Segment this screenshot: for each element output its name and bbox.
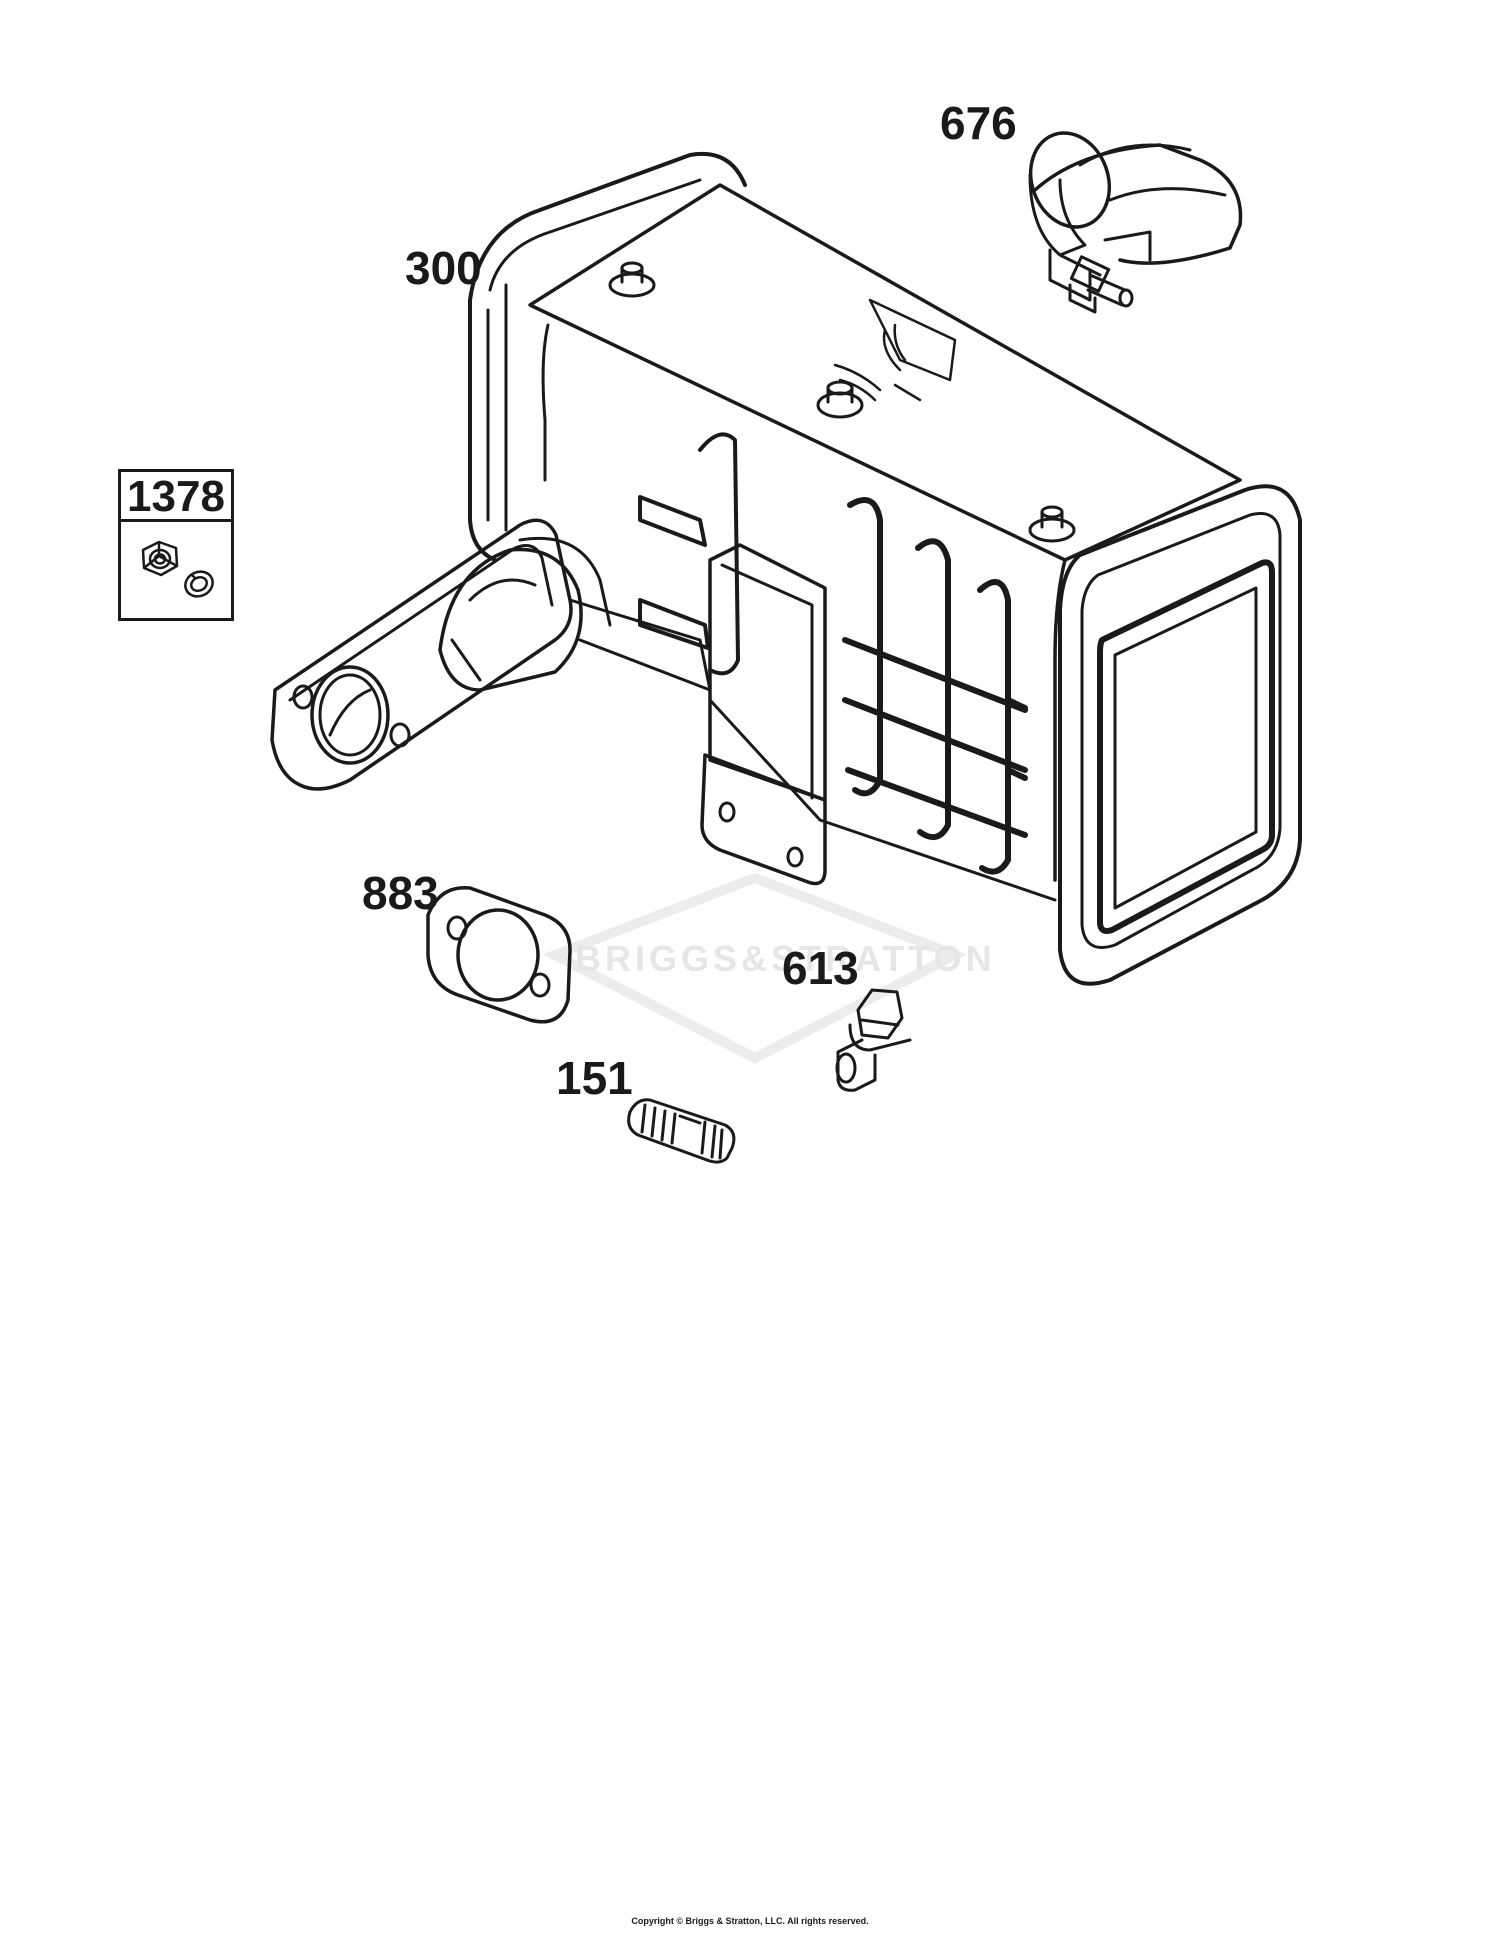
muffler-mount-bracket — [700, 543, 827, 886]
callout-stud[interactable]: 151 — [556, 1052, 633, 1104]
callout-gasket[interactable]: 883 — [362, 867, 439, 919]
screw-part[interactable] — [835, 988, 912, 1092]
copyright-notice: Copyright © Briggs & Stratton, LLC. All … — [631, 1916, 869, 1926]
hardware-kit-box[interactable]: 1378 — [118, 469, 234, 621]
brand-watermark: BRIGGS&STRATTON — [575, 938, 996, 979]
callout-deflector[interactable]: 676 — [940, 97, 1017, 149]
muffler-top-boss-front — [1028, 505, 1076, 543]
stud-part[interactable] — [627, 1098, 736, 1164]
nut-icon — [141, 540, 179, 577]
lockwasher-icon — [184, 570, 214, 598]
muffler-top-boss-center — [816, 380, 864, 419]
hot-surface-warning-icon — [833, 298, 957, 402]
callout-hardware-kit: 1378 — [121, 472, 231, 522]
nut-and-lockwasher-icon — [141, 540, 214, 598]
callout-screw[interactable]: 613 — [782, 942, 859, 994]
deflector-part[interactable] — [1018, 122, 1243, 314]
muffler-top-boss-rear — [608, 261, 656, 298]
muffler-inlet-flange — [270, 518, 712, 791]
gasket-part[interactable] — [426, 886, 572, 1024]
muffler-heat-shield — [638, 432, 1028, 875]
muffler-part[interactable] — [270, 151, 1302, 986]
callout-muffler[interactable]: 300 — [405, 242, 482, 294]
